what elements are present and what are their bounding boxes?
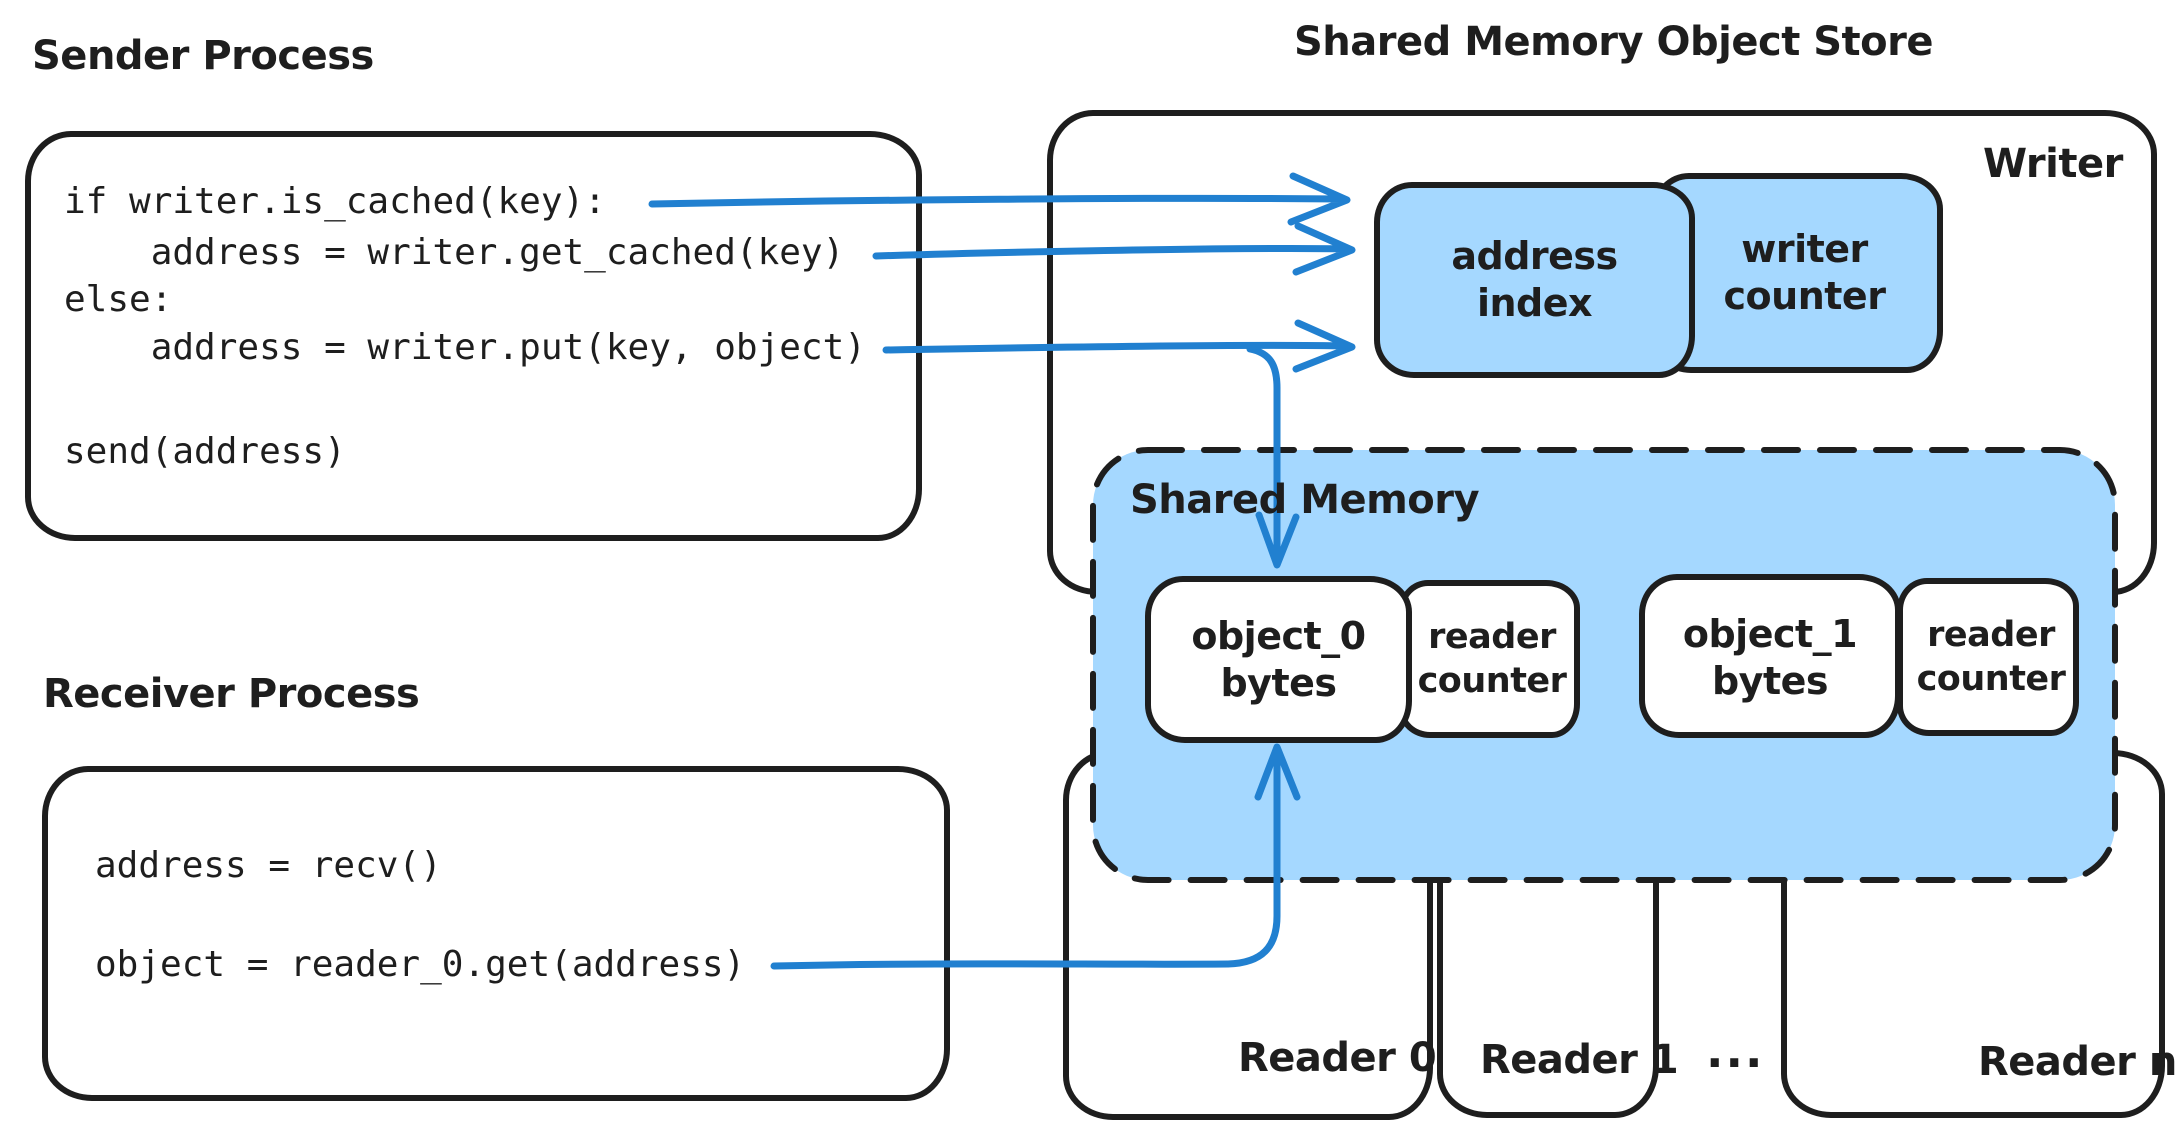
reader-counter-1-line-1: reader (1927, 615, 2055, 655)
object-0-line-2: bytes (1220, 661, 1337, 705)
object-0-box (1145, 576, 1412, 743)
receiver-code-line-2: object = reader_0.get(address) (95, 944, 746, 985)
receiver-process-box (42, 766, 950, 1101)
address-index-line-2: index (1476, 281, 1593, 325)
writer-label: Writer (1983, 141, 2123, 187)
reader-counter-0-line-1: reader (1428, 617, 1556, 657)
reader-n-label: Reader n (1978, 1039, 2177, 1085)
reader-counter-1-label: reader counter (1903, 613, 2079, 701)
reader-1-label: Reader 1 (1480, 1037, 1679, 1083)
writer-counter-label: writer counter (1663, 226, 1946, 320)
shared-memory-label: Shared Memory (1130, 477, 1480, 523)
receiver-code-line-1: address = recv() (95, 845, 442, 886)
object-0-label: object_0 bytes (1145, 613, 1412, 707)
sender-code-line-3: else: (64, 279, 173, 320)
sender-code-line-2: address = writer.get_cached(key) (64, 232, 845, 273)
address-index-label: address index (1374, 233, 1695, 327)
reader-counter-0-box (1398, 580, 1580, 738)
object-1-label: object_1 bytes (1639, 611, 1901, 705)
reader-counter-0-line-2: counter (1417, 661, 1567, 701)
writer-counter-box (1651, 173, 1943, 373)
reader-counter-1-line-2: counter (1916, 659, 2066, 699)
object-1-line-1: object_1 (1682, 612, 1858, 656)
object-1-line-2: bytes (1711, 659, 1829, 703)
receiver-title: Receiver Process (43, 671, 420, 717)
sender-code-line-4: address = writer.put(key, object) (64, 327, 866, 368)
sender-code-line-5: send(address) (64, 431, 346, 472)
readers-ellipsis: ... (1706, 1024, 1765, 1078)
object-1-box (1639, 574, 1901, 738)
reader-0-label: Reader 0 (1238, 1035, 1437, 1081)
sender-code-line-1: if writer.is_cached(key): (64, 181, 606, 222)
store-title: Shared Memory Object Store (1294, 19, 1934, 65)
address-index-line-1: address (1451, 234, 1618, 278)
reader-counter-0-label: reader counter (1404, 615, 1580, 703)
address-index-box (1374, 182, 1695, 378)
writer-counter-line-2: counter (1723, 274, 1886, 318)
sender-title: Sender Process (32, 33, 374, 79)
writer-counter-line-1: writer (1741, 227, 1868, 271)
object-0-line-1: object_0 (1191, 614, 1366, 658)
